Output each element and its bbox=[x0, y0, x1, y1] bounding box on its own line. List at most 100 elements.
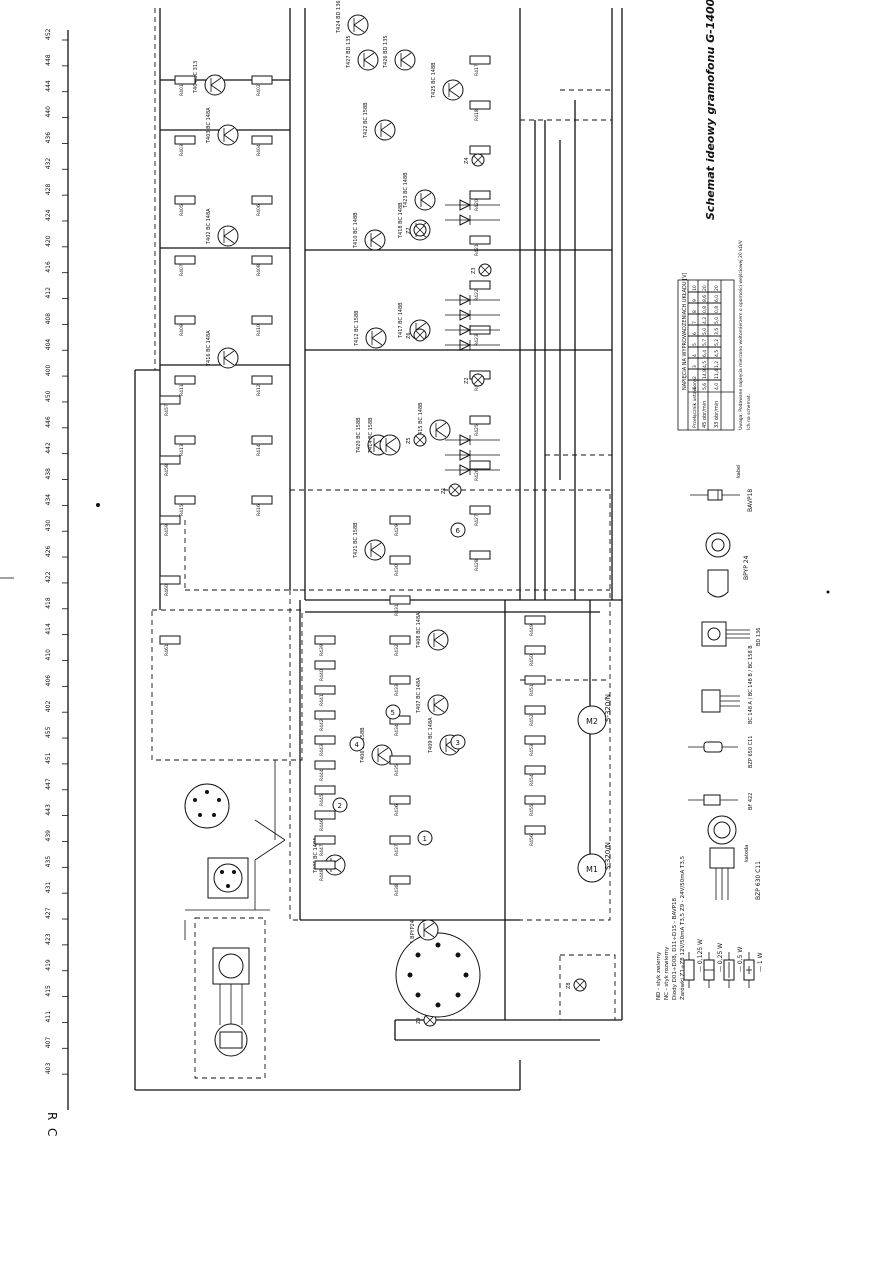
resistor-r434: R434 bbox=[389, 715, 411, 736]
resistor-r422: R422 bbox=[469, 280, 491, 301]
resistor-r459: R459 bbox=[159, 515, 181, 536]
resistor-label: R460 bbox=[164, 584, 170, 596]
transistor-t412: T412 BC 158B bbox=[354, 310, 387, 349]
motor-m2-label: M2 bbox=[586, 717, 598, 726]
pinout-bzp630: katoda BZP 630 C11 bbox=[707, 815, 762, 900]
voltage-table-cell: 4,5 bbox=[714, 350, 720, 357]
transistor-label: T415 BC 148B bbox=[418, 402, 424, 439]
resistor-label: R443 bbox=[319, 744, 325, 756]
resistor-label: R414 bbox=[256, 444, 262, 456]
transistor-t414: T414 BC 158B bbox=[368, 417, 401, 456]
transistor-label: T420 BC 158B bbox=[356, 417, 362, 454]
ruler-mark-label: 408 bbox=[45, 313, 52, 325]
resistor-r405: R405 bbox=[174, 195, 196, 216]
transistor-label: T414 BC 158B bbox=[368, 417, 374, 454]
resistor-r437: R437 bbox=[389, 835, 411, 856]
resistor-r458: R458 bbox=[159, 455, 181, 476]
legend: ND - styk zwierny NC - styk rozwierny Di… bbox=[656, 855, 686, 1000]
voltage-table-cell: 4,0 bbox=[714, 383, 720, 390]
diode bbox=[445, 294, 500, 306]
voltage-table-cell: 1 bbox=[692, 387, 698, 390]
ruler-mark-label: 418 bbox=[45, 597, 52, 609]
transistor-label: T403 BC 148A bbox=[206, 107, 212, 144]
ruler-mark-label: 440 bbox=[45, 106, 52, 118]
transistor-label: T405 BC 148A bbox=[313, 837, 319, 874]
resistor-label: R434 bbox=[394, 724, 400, 736]
resistor-label: R431 bbox=[394, 604, 400, 616]
resistor-r447: R447 bbox=[314, 835, 336, 856]
test-node-5: 5 bbox=[385, 704, 401, 720]
resistor-r456: R456 bbox=[524, 825, 546, 846]
ruler-mark-label: 414 bbox=[45, 623, 52, 635]
ruler-mark-label: 415 bbox=[45, 985, 52, 997]
resistor-r435: R435 bbox=[389, 755, 411, 776]
transistor-t415: T415 BC 148B bbox=[418, 402, 451, 441]
transistor-t408: T408 BC 148A bbox=[416, 612, 449, 651]
diode bbox=[445, 464, 500, 476]
transistor-t422: T422 BC 158B bbox=[363, 102, 396, 141]
lamp-z4: Z4 bbox=[464, 153, 485, 167]
transistor-label: T418 BC 148B bbox=[398, 202, 404, 239]
transistor-t410: T410 BC 148B bbox=[353, 212, 386, 251]
ruler-mark-label: 444 bbox=[45, 80, 52, 92]
resistor-r457: R457 bbox=[159, 395, 181, 416]
lamp-label: Z9 bbox=[416, 1017, 422, 1024]
legend-power-4: — 1 W bbox=[757, 952, 764, 972]
lamp-z1: Z1 bbox=[441, 483, 462, 497]
ruler-mark-label: 402 bbox=[45, 701, 52, 713]
diode bbox=[445, 309, 500, 321]
transistor-label: T423 BC 148B bbox=[403, 172, 409, 209]
test-node-label: 4 bbox=[355, 741, 360, 749]
ruler-mark-label: 438 bbox=[45, 468, 52, 480]
resistor-label: R416 bbox=[256, 504, 262, 516]
voltage-table-cell: 0,8 bbox=[702, 306, 708, 313]
test-node-4: 4 bbox=[349, 736, 365, 752]
voltage-table-note-2: Ich na schemat. bbox=[746, 394, 752, 430]
resistor-label: R446 bbox=[319, 819, 325, 831]
voltage-table-cell: 4,2 bbox=[702, 317, 708, 324]
resistor-r404: R404 bbox=[251, 135, 273, 156]
resistor-r418: R418 bbox=[469, 100, 491, 121]
legend-item-2: NC - styk rozwierny bbox=[664, 946, 670, 1000]
ruler-label-r: R bbox=[45, 1112, 59, 1120]
resistor-label: R452 bbox=[529, 714, 535, 726]
lamp-z6: Z6 bbox=[406, 328, 427, 342]
resistor-label: R417 bbox=[474, 64, 480, 76]
resistor-label: R415 bbox=[179, 504, 185, 516]
pickup-wiring bbox=[184, 760, 286, 940]
voltage-table-cell: 14,8 bbox=[702, 369, 708, 379]
test-node-label: 2 bbox=[338, 802, 342, 810]
voltage-table-cell: 4 bbox=[692, 354, 698, 357]
motor-m1-label: M1 bbox=[586, 865, 598, 874]
resistor-label: R421 bbox=[474, 244, 480, 256]
diode-layer bbox=[445, 199, 500, 476]
pinout-bzp650: BZP 650 C11 bbox=[688, 736, 754, 768]
test-node-2: 2 bbox=[332, 797, 348, 813]
voltage-table-cell: 3,5 bbox=[714, 328, 720, 335]
transistor-t426: T426 BD 135 bbox=[383, 35, 416, 71]
resistor-r427: R427 bbox=[469, 505, 491, 526]
pinout-bavp18-cable: kabel bbox=[736, 464, 742, 478]
ruler-mark-label: 422 bbox=[45, 571, 52, 583]
resistor-label: R448 bbox=[319, 869, 325, 881]
speed-sensor-disk bbox=[395, 932, 481, 1018]
ruler-mark-label: 428 bbox=[45, 183, 52, 195]
transistor-label: T425 BC 148B bbox=[431, 62, 437, 99]
transistor-label: T416 BC 148A bbox=[206, 330, 212, 367]
motor-m1-type: S-320/N bbox=[604, 842, 612, 870]
legend-item-1: ND - styk zwierny bbox=[656, 951, 662, 1000]
pinout-bf: BF 422 bbox=[688, 793, 754, 810]
transistor-label: T422 BC 158B bbox=[363, 102, 369, 139]
resistor-label: R458 bbox=[164, 464, 170, 476]
transistor-label: T421 BC 158B bbox=[353, 522, 359, 559]
resistor-label: R409 bbox=[179, 324, 185, 336]
motor-m1: M1 S-320/N bbox=[577, 842, 612, 883]
resistor-r411: R411 bbox=[174, 375, 196, 396]
transistor-label: T408 BC 148A bbox=[416, 612, 422, 649]
transistor-label: T402 BC 148A bbox=[206, 208, 212, 245]
resistor-label: R430 bbox=[394, 564, 400, 576]
ruler-mark-label: 411 bbox=[45, 1011, 52, 1023]
resistor-r433: R433 bbox=[389, 675, 411, 696]
resistor-r444: R444 bbox=[314, 760, 336, 781]
